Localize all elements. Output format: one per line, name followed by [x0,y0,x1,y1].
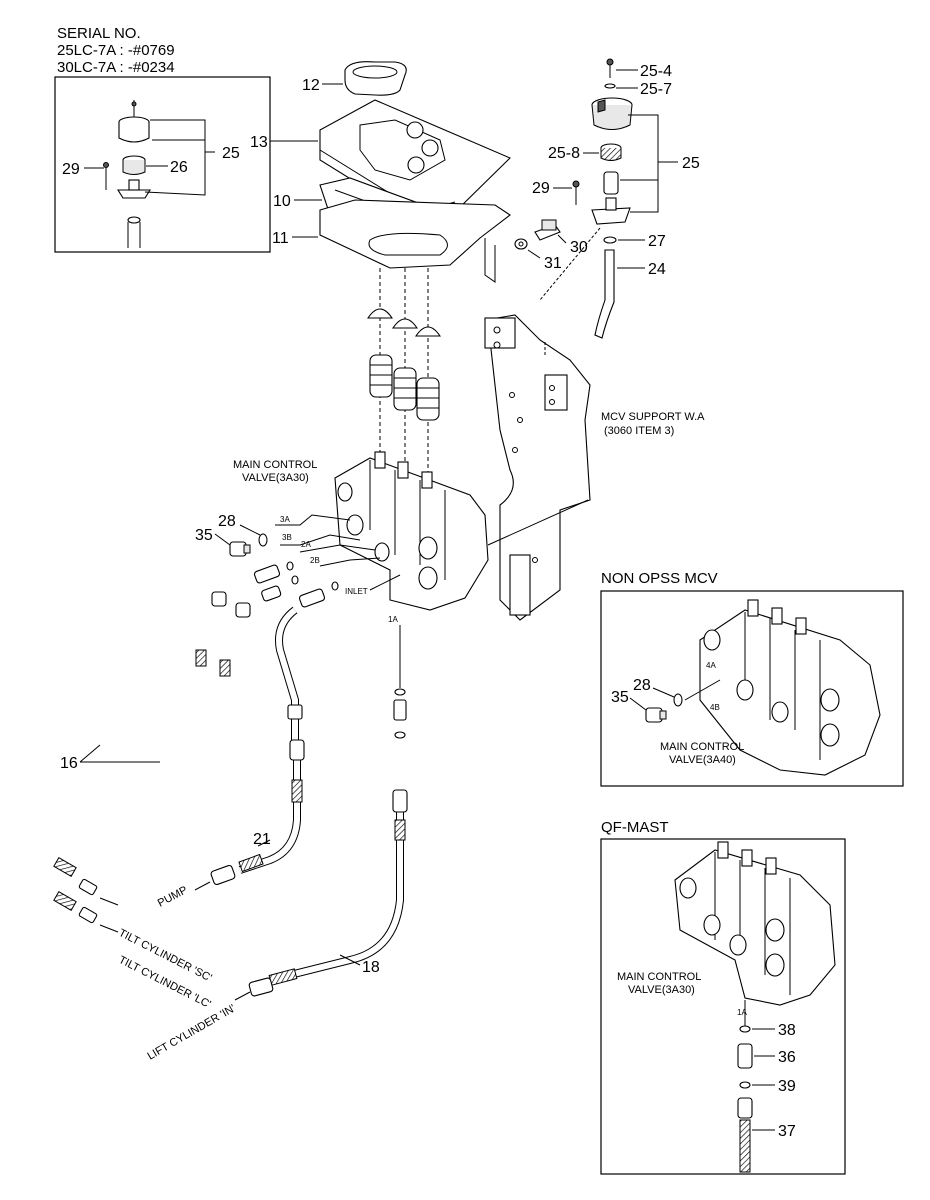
spool-boots [366,268,442,480]
callout-10: 10 [273,193,291,210]
non-opss-panel: NON OPSS MCV 4A 4B 35 28 MAIN CONTROL VA… [600,570,904,787]
qf-callout-39: 39 [778,1078,796,1095]
port-3b: 3B [282,533,292,542]
callout-11: 11 [272,230,289,247]
qf-title: QF-MAST [601,819,669,836]
serial-title: SERIAL NO. [57,25,141,42]
plug-and-oring: 35 28 [195,513,268,557]
inset-callout-26: 26 [170,159,188,176]
opss-frame [600,590,904,787]
opss-callout-35: 35 [611,689,629,706]
inset-callout-25: 25 [222,145,240,162]
qf-callout-36: 36 [778,1049,796,1066]
port-inlet: INLET [345,587,368,596]
callout-25-4: 25-4 [640,63,672,80]
mcv-support-item: (3060 ITEM 3) [604,425,674,437]
opss-title: NON OPSS MCV [601,570,718,587]
callout-27: 27 [648,233,666,250]
main-control-valve: MAIN CONTROL VALVE(3A30) 3A 3B 2A 2B INL… [233,451,589,624]
serial-line-1: 25LC-7A : -#0769 [57,42,175,59]
port-1a: 1A [388,615,398,624]
callout-29: 29 [532,180,550,197]
qf-callout-38: 38 [778,1022,796,1039]
fittings [253,561,407,739]
callout-25: 25 [682,155,700,172]
knob-assembly: 25-4 25-7 25-8 25 29 30 [514,58,700,339]
qf-frame [600,838,846,1175]
callout-13: 13 [250,134,268,151]
callout-30: 30 [570,239,588,256]
inset-callout-29: 29 [62,161,80,178]
opss-port-4b: 4B [710,703,720,712]
callout-12: 12 [302,77,320,94]
opss-port-4a: 4A [706,661,716,670]
qf-valve-label-2: VALVE(3A30) [628,984,695,996]
callout-24: 24 [648,261,666,278]
main-valve-label-1: MAIN CONTROL [233,459,317,471]
mcv-support-label: MCV SUPPORT W.A [601,411,705,423]
callout-21: 21 [253,831,271,848]
label-pump: PUMP [156,884,190,910]
opss-valve-label-2: VALVE(3A40) [669,754,736,766]
opss-callout-28: 28 [633,677,651,694]
port-2b: 2B [310,556,320,565]
hose-16: 16 TILT CYLINDER 'SC' TILT CYLINDER 'LC' [13,591,251,1011]
main-valve-label-2: VALVE(3A30) [242,472,309,484]
qf-valve-label-1: MAIN CONTROL [617,971,701,983]
opss-valve-label-1: MAIN CONTROL [660,741,744,753]
qf-callout-37: 37 [778,1123,796,1140]
callout-16: 16 [60,755,78,772]
callout-18: 18 [362,959,380,976]
label-tilt-lc: TILT CYLINDER 'LC' [117,954,213,1011]
qf-port-1a: 1A [737,1008,747,1017]
callout-25-8: 25-8 [548,145,580,162]
port-2a: 2A [301,540,311,549]
port-3a: 3A [280,515,290,524]
mcv-support: MCV SUPPORT W.A (3060 ITEM 3) [484,314,705,621]
serial-inset: SERIAL NO. 25LC-7A : -#0769 30LC-7A : -#… [54,25,271,253]
qf-mast-panel: QF-MAST MAIN CONTROL VALVE(3A30) 1A 38 3… [600,819,846,1175]
callout-31: 31 [544,255,562,272]
cover-assembly: 12 13 10 11 [250,61,511,283]
hose-18: 18 LIFT CYLINDER 'IN' [146,789,408,1063]
callout-35: 35 [195,527,213,544]
serial-line-2: 30LC-7A : -#0234 [57,59,175,76]
label-lift-in: LIFT CYLINDER 'IN' [146,1003,238,1063]
serial-inset-frame [54,76,271,253]
callout-25-7: 25-7 [640,81,672,98]
callout-28: 28 [218,513,236,530]
